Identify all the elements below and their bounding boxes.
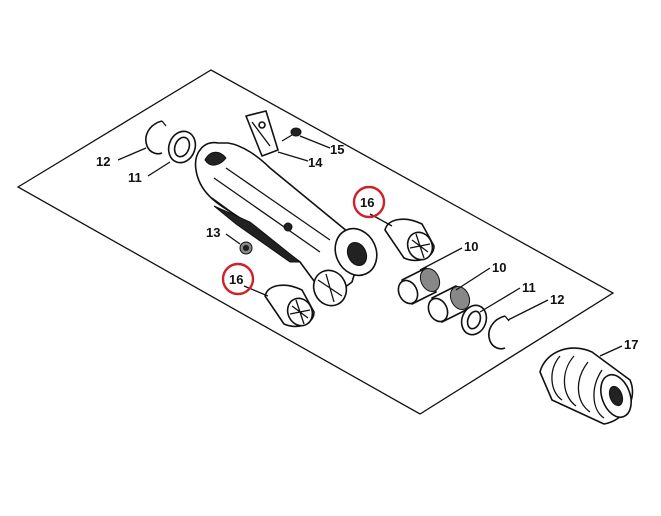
damper-part-16-left [264, 284, 315, 328]
gear-housing [194, 141, 378, 307]
callout-label: 14 [308, 155, 323, 170]
callout-label: 13 [206, 225, 220, 240]
assembly-frame [16, 69, 615, 415]
needle-bearing-part-10-a [397, 267, 441, 305]
callout-label: 11 [522, 280, 536, 295]
damper-part-16-right [384, 218, 435, 262]
highlight-circle-16-left [221, 262, 255, 296]
circlip-part-12-left [145, 120, 167, 155]
callout-label: 11 [128, 170, 142, 185]
callout-label: 12 [96, 154, 110, 169]
highlight-circle-16-right [352, 185, 386, 219]
nut-part-13 [239, 241, 253, 255]
callout-label: 16 [360, 195, 374, 210]
bellows-boot-part-17 [539, 347, 634, 425]
callout-label: 15 [330, 142, 344, 157]
circlip-part-12-right [488, 315, 510, 350]
callout-label: 16 [229, 272, 243, 287]
callout-label: 10 [492, 260, 506, 275]
callout-label: 17 [624, 337, 638, 352]
seal-ring-part-11-left [167, 130, 197, 164]
callout-label: 10 [464, 239, 478, 254]
callout-label: 12 [550, 292, 564, 307]
screw-part-15 [281, 127, 302, 142]
seal-ring-part-11-right [460, 304, 488, 336]
bracket-part-14 [245, 110, 279, 157]
